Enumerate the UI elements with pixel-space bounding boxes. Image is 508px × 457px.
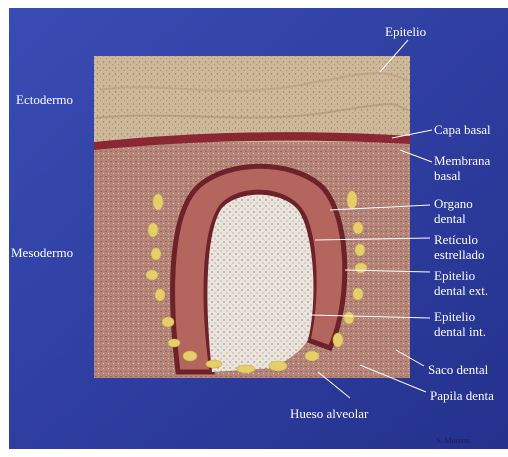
bone-fragment (146, 270, 158, 280)
bone-fragment (344, 312, 354, 324)
dental-papilla (207, 195, 313, 372)
bone-fragment (355, 263, 367, 273)
label-organo-dental: Organo dental (434, 196, 473, 226)
label-reticulo-estrellado: Retículo estrellado (434, 232, 485, 262)
bone-fragment (347, 191, 357, 209)
bone-fragment (353, 288, 363, 300)
bone-fragment (183, 351, 197, 361)
label-epitelio-dental-int: Epitelio dental int. (434, 309, 486, 339)
bone-fragment (168, 339, 180, 347)
bone-fragment (155, 289, 165, 301)
bone-fragment (162, 317, 174, 327)
label-hueso-alveolar: Hueso alveolar (290, 406, 368, 421)
label-membrana-basal: Membrana basal (434, 153, 490, 183)
bone-fragment (269, 361, 287, 371)
label-epitelio: Epitelio (385, 24, 426, 39)
label-ectodermo: Ectodermo (16, 92, 73, 107)
label-papila-dental: Papila denta (430, 388, 494, 403)
label-capa-basal: Capa basal (434, 122, 491, 137)
bone-fragment (151, 248, 161, 260)
artist-signature: S. Moreno (436, 436, 470, 445)
label-saco-dental: Saco dental (428, 362, 488, 377)
bone-fragment (148, 223, 158, 237)
label-mesodermo: Mesodermo (11, 245, 73, 260)
bone-fragment (237, 365, 255, 373)
bone-fragment (206, 360, 222, 368)
bone-fragment (305, 351, 319, 361)
bone-fragment (355, 244, 365, 256)
label-epitelio-dental-ext: Epitelio dental ext. (434, 268, 488, 298)
bone-fragment (353, 222, 363, 234)
bone-fragment (333, 333, 343, 347)
bone-fragment (153, 194, 163, 210)
ectoderm-region (94, 56, 410, 142)
